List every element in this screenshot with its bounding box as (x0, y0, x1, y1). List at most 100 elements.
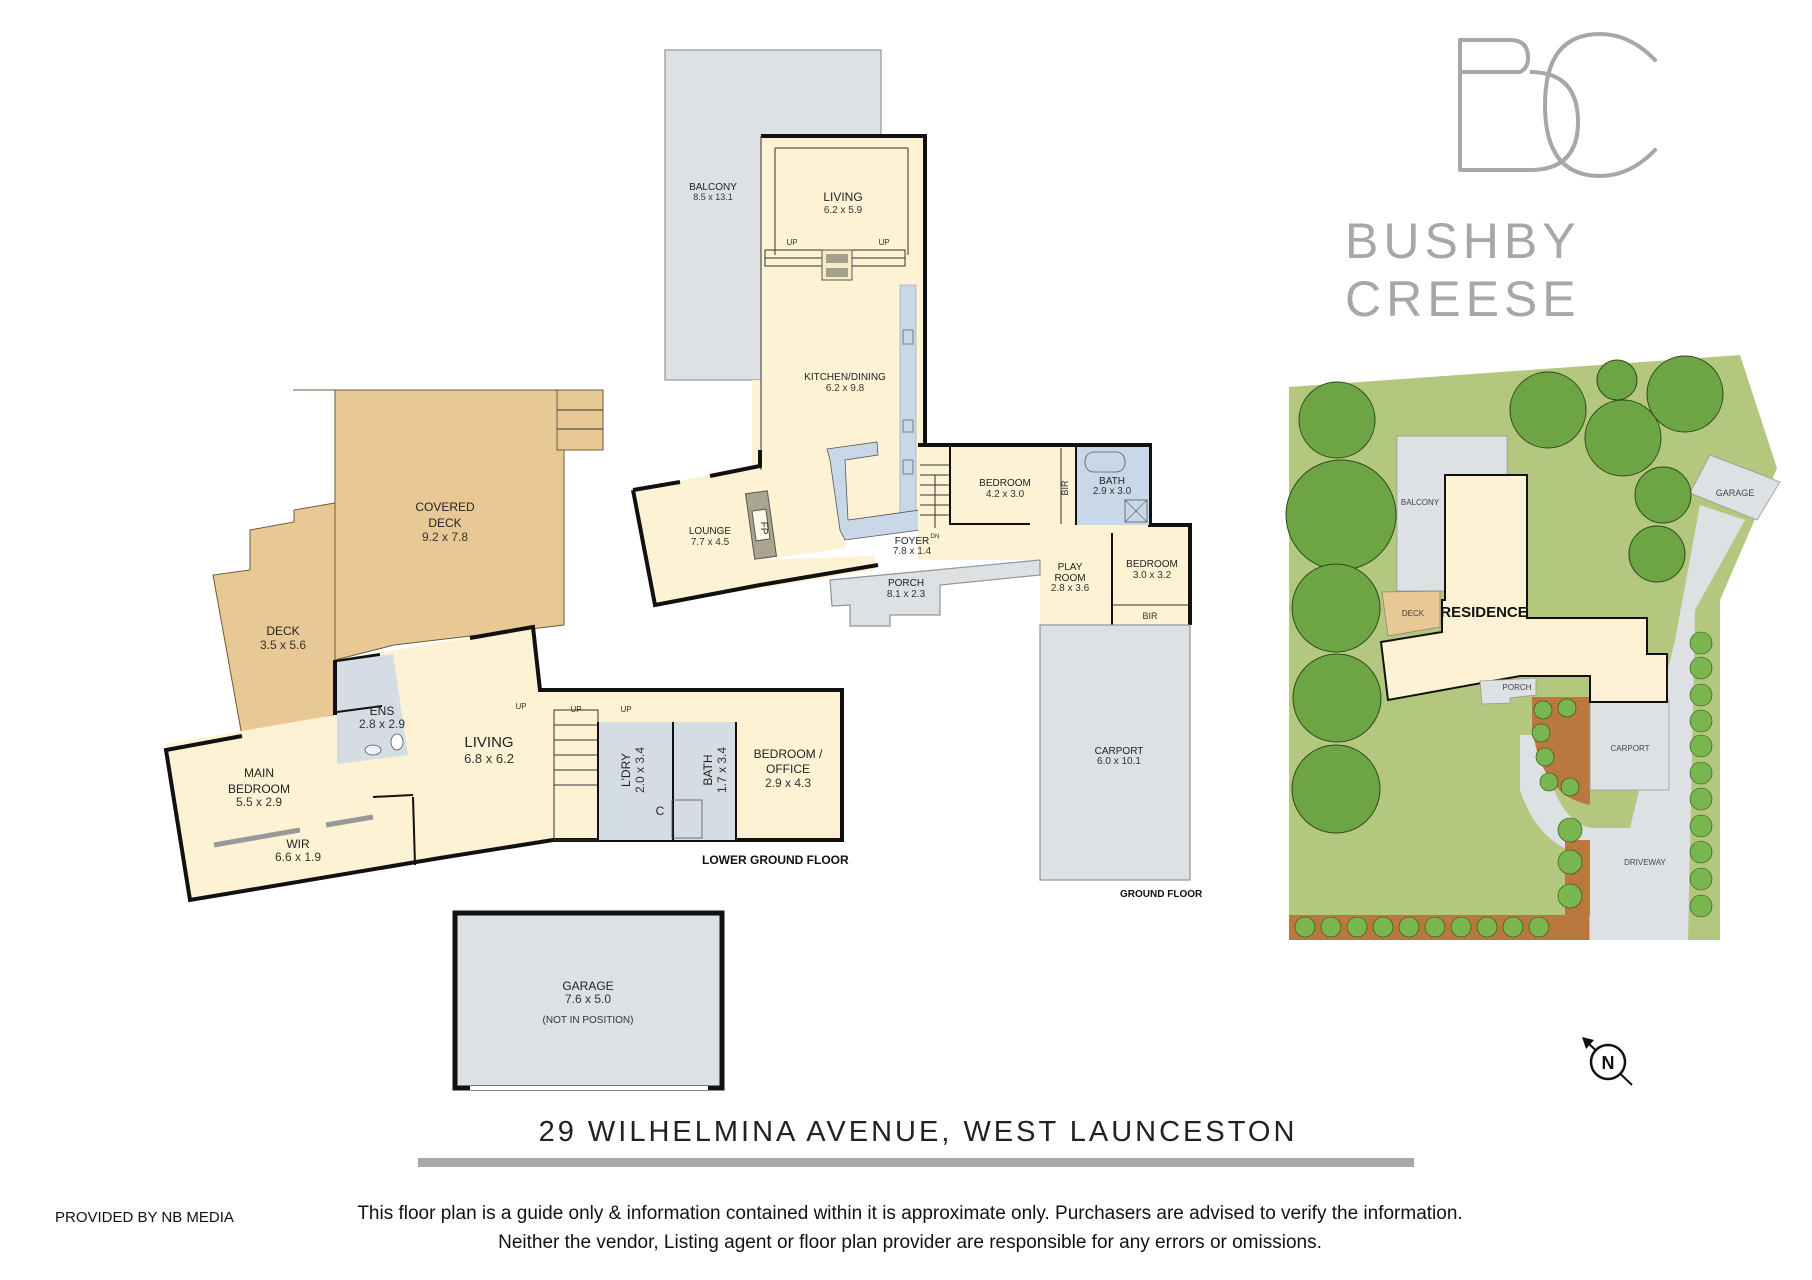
brand-monogram-logo (1458, 31, 1657, 179)
stair-up-label: UP (515, 702, 526, 711)
room-label-lounge: LOUNGE (689, 526, 732, 537)
site-label-porch: PORCH (1503, 683, 1532, 692)
room-dim-wir: 6.6 x 1.9 (275, 850, 321, 864)
garage-area (452, 910, 725, 1091)
room-label-wir: WIR (286, 837, 310, 851)
room-label-lower-living: LIVING (464, 734, 513, 751)
room-label-garage: GARAGE (562, 979, 613, 993)
room-label-laundry: L'DRY (619, 753, 633, 787)
site-label-residence: RESIDENCE (1440, 604, 1528, 621)
room-dim-bedroom2: 3.0 x 3.2 (1133, 570, 1172, 581)
room-dim-laundry: 2.0 x 3.4 (633, 747, 647, 793)
room-dim-lower-living: 6.8 x 6.2 (464, 751, 514, 766)
provider-credit: PROVIDED BY NB MEDIA (55, 1209, 234, 1226)
room-label-bir2: BIR (1142, 611, 1158, 621)
shrubs (1294, 631, 1713, 938)
room-dim-balcony: 8.5 x 13.1 (693, 192, 733, 202)
north-compass-icon: N (1582, 1037, 1633, 1086)
room-dim-deck: 3.5 x 5.6 (260, 638, 306, 652)
tree-icon (1292, 653, 1382, 743)
site-label-deck: DECK (1402, 609, 1425, 618)
room-dim-carport: 6.0 x 10.1 (1097, 756, 1141, 767)
disclaimer-line-2: Neither the vendor, Listing agent or flo… (498, 1232, 1322, 1253)
tree-icon (1291, 563, 1381, 653)
tree-icon (1584, 399, 1662, 477)
site-carport (1589, 699, 1670, 791)
floor-label-ground: GROUND FLOOR (1120, 889, 1203, 900)
site-plan: BALCONY DECK RESIDENCE PORCH CARPORT DRI… (1285, 355, 1781, 940)
room-label-deck-small: DECK (266, 624, 299, 638)
garden-bed (1532, 697, 1590, 805)
disclaimer-line-1: This floor plan is a guide only & inform… (357, 1203, 1463, 1224)
room-label-bedroom: BEDROOM (228, 782, 290, 796)
room-label-living: LIVING (823, 190, 862, 204)
room-dim-bedroom1: 4.2 x 3.0 (986, 489, 1025, 500)
room-dim-main-bedroom: 5.5 x 2.9 (236, 795, 282, 809)
room-label-balcony: BALCONY (689, 182, 737, 193)
site-label-garage: GARAGE (1716, 488, 1755, 498)
room-label-bedroom-slash: BEDROOM / (754, 747, 823, 761)
room-label-porch: PORCH (888, 578, 924, 589)
disclaimer: This floor plan is a guide only & inform… (300, 1199, 1520, 1257)
floor-label-lower-ground: LOWER GROUND FLOOR (702, 853, 849, 867)
property-address: 29 WILHELMINA AVENUE, WEST LAUNCESTON (538, 1116, 1298, 1148)
living-steps: UP UP (764, 238, 906, 281)
site-porch (1479, 677, 1537, 705)
room-label-covered: COVERED (415, 500, 475, 514)
room-label-main: MAIN (244, 766, 274, 780)
tree-icon (1291, 744, 1381, 834)
room-label-kitchen-dining: KITCHEN/DINING (804, 372, 886, 383)
room-label-lower-bath: BATH (701, 754, 715, 785)
tree-icon (1509, 371, 1587, 449)
site-label-balcony: BALCONY (1401, 498, 1440, 507)
stair-up-label: UP (570, 705, 581, 714)
carport-area (1039, 624, 1191, 881)
lower-bath-area (673, 722, 736, 840)
tree-icon (1646, 355, 1724, 433)
room-label-room: ROOM (1054, 573, 1085, 584)
room-label-carport: CARPORT (1095, 746, 1144, 757)
room-dim-lower-bath: 1.7 x 3.4 (715, 747, 729, 793)
bedroom1-area (951, 448, 1061, 523)
deck-area (212, 502, 336, 737)
room-label-bath: BATH (1099, 476, 1125, 487)
tree-icon (1634, 466, 1692, 524)
stair-up-label: UP (620, 705, 631, 714)
room-dim-porch: 8.1 x 2.3 (887, 589, 926, 600)
room-dim-play-room: 2.8 x 3.6 (1051, 583, 1090, 594)
compass-label: N (1602, 1053, 1615, 1073)
tree-icon (1285, 459, 1397, 571)
laundry-area (598, 722, 673, 840)
room-dim-bedroom-office: 2.9 x 4.3 (765, 776, 811, 790)
tree-icon (1628, 525, 1686, 583)
room-label-bedroom1: BEDROOM (979, 478, 1031, 489)
kitchen-bench (899, 284, 917, 526)
room-label-office: OFFICE (766, 762, 810, 776)
stair-up-label: UP (878, 238, 889, 247)
trees (1285, 355, 1724, 834)
site-label-carport: CARPORT (1611, 744, 1650, 753)
room-dim-living: 6.2 x 5.9 (824, 205, 863, 216)
brand-name: BUSHBY CREESE (1345, 213, 1581, 327)
site-deck (1381, 590, 1441, 637)
foyer-stairs: DN (920, 464, 950, 540)
room-label-bir1: BIR (1060, 480, 1070, 496)
room-dim-kitchen-dining: 6.2 x 9.8 (826, 383, 865, 394)
site-residence (1379, 474, 1668, 703)
room-label-cupboard: C (656, 804, 665, 818)
porch-area (829, 559, 1041, 627)
stair-up-label: UP (786, 238, 797, 247)
room-label-foyer: FOYER (895, 536, 929, 547)
room-label-ens: ENS (370, 704, 395, 718)
garage-plan: GARAGE 7.6 x 5.0 (NOT IN POSITION) (452, 910, 725, 1091)
deck-steps (556, 389, 604, 451)
room-label-play: PLAY (1058, 562, 1083, 573)
lower-ground-floor-plan: COVERED DECK 9.2 x 7.8 DECK 3.5 x 5.6 EN… (163, 389, 849, 903)
ensuite-area (337, 654, 408, 764)
room-dim-bath: 2.9 x 3.0 (1093, 486, 1132, 497)
site-label-driveway: DRIVEWAY (1624, 858, 1666, 867)
room-dim-lounge: 7.7 x 4.5 (691, 537, 730, 548)
room-dim-garage: 7.6 x 5.0 (565, 992, 611, 1006)
room-dim-foyer: 7.8 x 1.4 (893, 546, 932, 557)
